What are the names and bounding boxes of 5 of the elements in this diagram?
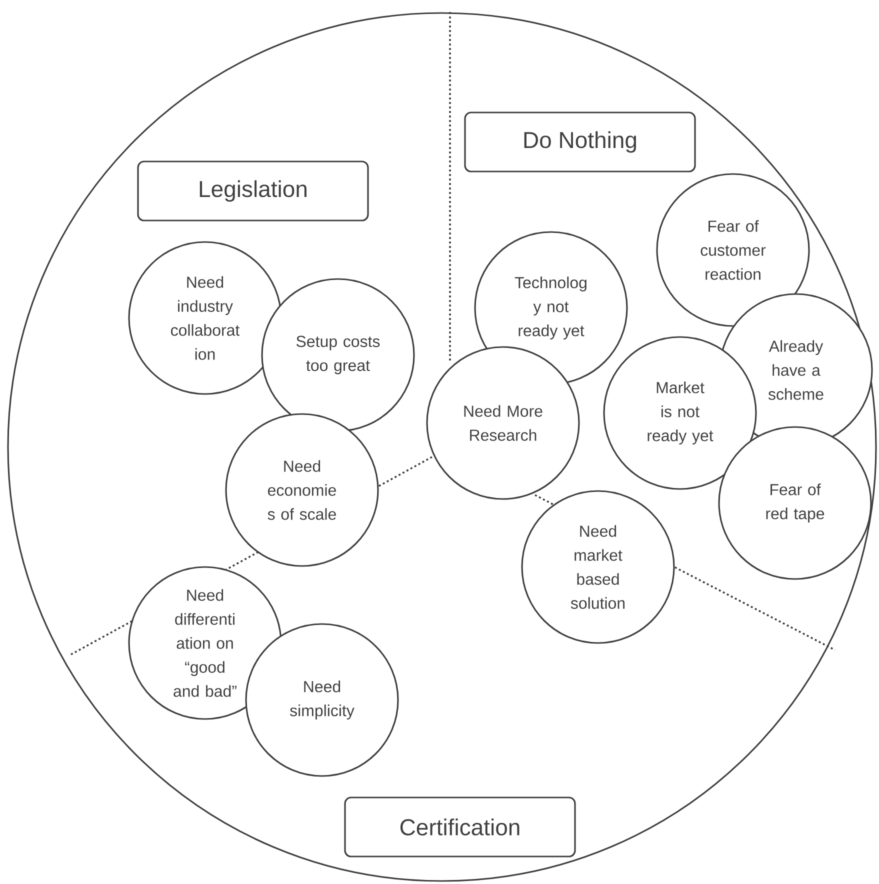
heading-box: Do Nothing: [464, 112, 696, 172]
heading-box: Legislation: [137, 160, 369, 222]
heading-box: Certification: [344, 796, 576, 858]
node-label: Fear of red tape: [766, 484, 824, 522]
node-label: Already have a scheme: [768, 340, 824, 400]
